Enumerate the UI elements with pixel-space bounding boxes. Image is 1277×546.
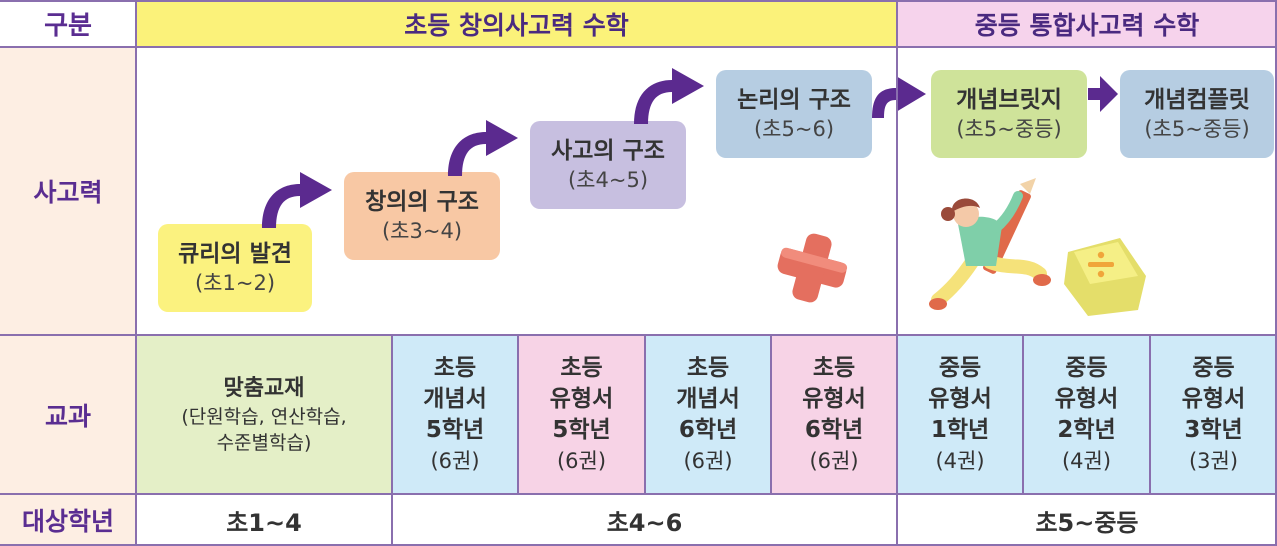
book-sub: 수준별학습) xyxy=(216,432,312,454)
row-label-textbook: 교과 xyxy=(0,335,136,494)
book-elem-concept-6: 초등 개념서 6학년 (6권) xyxy=(645,335,771,494)
step-title: 개념브릿지 xyxy=(956,87,1062,113)
header-middle: 중등 통합사고력 수학 xyxy=(897,0,1277,47)
grid-line xyxy=(0,544,1277,546)
book-sub: (단원학습, 연산학습, xyxy=(181,406,347,428)
grid-line xyxy=(896,0,898,546)
book-mid-type-3: 중등 유형서 3학년 (3권) xyxy=(1150,335,1277,494)
header-category: 구분 xyxy=(44,11,92,41)
grid-line xyxy=(1275,0,1277,546)
grid-line xyxy=(0,46,1277,48)
book-line: 유형서 xyxy=(1181,385,1246,412)
step-curie: 큐리의 발견 (초1~2) xyxy=(158,224,312,312)
step-title: 창의의 구조 xyxy=(365,189,479,215)
book-line: 5학년 xyxy=(552,416,611,443)
step-grade: (초5~중등) xyxy=(1144,117,1250,141)
arrow-icon xyxy=(1088,76,1118,112)
book-line: 유형서 xyxy=(1054,385,1119,412)
book-line: 개념서 xyxy=(423,385,487,412)
book-mid-type-2: 중등 유형서 2학년 (4권) xyxy=(1023,335,1150,494)
book-line: 유형서 xyxy=(802,385,866,412)
book-line: 3학년 xyxy=(1184,416,1243,443)
grid-line xyxy=(1022,335,1024,494)
book-line: 초등 xyxy=(812,354,856,381)
book-line: 6학년 xyxy=(678,416,738,443)
step-title: 큐리의 발견 xyxy=(178,241,292,267)
book-count: (3권) xyxy=(1188,448,1239,473)
book-line: 유형서 xyxy=(549,385,614,412)
step-grade: (초5~중등) xyxy=(956,117,1062,141)
grade-range-1: 초1~4 xyxy=(226,508,302,537)
grade-range-2: 초4~6 xyxy=(606,508,683,537)
book-count: (6권) xyxy=(809,448,859,473)
step-creative: 창의의 구조 (초3~4) xyxy=(344,172,500,260)
step-grade: (초5~6) xyxy=(753,117,835,141)
step-grade: (초1~2) xyxy=(194,271,276,295)
step-title: 논리의 구조 xyxy=(737,87,851,113)
arrow-icon xyxy=(634,68,704,124)
grid-line xyxy=(644,335,646,494)
step-grade: (초3~4) xyxy=(381,219,463,243)
book-line: 1학년 xyxy=(930,416,990,443)
book-line: 초등 xyxy=(560,354,603,381)
arrow-icon xyxy=(262,172,332,228)
plus-icon xyxy=(777,233,848,303)
book-count: (4권) xyxy=(1061,448,1112,473)
row-label-target-grade: 대상학년 xyxy=(0,494,136,546)
grid-line xyxy=(1149,335,1151,494)
step-title: 개념컴플릿 xyxy=(1144,87,1250,113)
book-line: 중등 xyxy=(1192,354,1235,381)
grid-line xyxy=(391,335,393,546)
book-count: (4권) xyxy=(935,448,985,473)
book-line: 중등 xyxy=(1065,354,1108,381)
book-custom: 맞춤교재 (단원학습, 연산학습, 수준별학습) xyxy=(136,335,392,494)
book-line: 2학년 xyxy=(1057,416,1116,443)
book-elem-concept-5: 초등 개념서 5학년 (6권) xyxy=(392,335,518,494)
grid-line xyxy=(0,493,1277,495)
grid-line xyxy=(135,0,137,546)
book-line: 중등 xyxy=(938,354,982,381)
grade-range-3: 초5~중등 xyxy=(1035,508,1139,537)
book-line: 초등 xyxy=(433,354,477,381)
book-elem-type-6: 초등 유형서 6학년 (6권) xyxy=(771,335,897,494)
step-grade: (초4~5) xyxy=(567,168,649,192)
divide-icon xyxy=(1064,238,1146,316)
grid-line xyxy=(770,335,772,494)
book-elem-type-5: 초등 유형서 5학년 (6권) xyxy=(518,335,645,494)
book-line: 유형서 xyxy=(928,385,992,412)
book-title: 맞춤교재 xyxy=(223,376,305,401)
book-count: (6권) xyxy=(430,448,480,473)
row-label-thinking: 사고력 xyxy=(0,47,136,335)
step-title: 사고의 구조 xyxy=(551,138,665,164)
step-concept-bridge: 개념브릿지 (초5~중등) xyxy=(931,70,1087,158)
running-girl-with-pencil xyxy=(929,178,1051,310)
book-count: (6권) xyxy=(683,448,733,473)
step-concept-complete: 개념컴플릿 (초5~중등) xyxy=(1120,70,1274,158)
book-line: 개념서 xyxy=(676,385,740,412)
book-mid-type-1: 중등 유형서 1학년 (4권) xyxy=(897,335,1023,494)
grid-line xyxy=(0,334,1277,336)
header-elementary: 초등 창의사고력 수학 xyxy=(136,0,897,47)
book-count: (6권) xyxy=(556,448,607,473)
book-line: 5학년 xyxy=(425,416,485,443)
book-line: 6학년 xyxy=(804,416,864,443)
step-thinking: 사고의 구조 (초4~5) xyxy=(530,121,686,209)
arrow-icon xyxy=(872,76,926,118)
book-line: 초등 xyxy=(686,354,730,381)
grid-line xyxy=(517,335,519,494)
arrow-icon xyxy=(448,120,518,176)
grid-line xyxy=(0,0,1277,2)
step-logic: 논리의 구조 (초5~6) xyxy=(716,70,872,158)
